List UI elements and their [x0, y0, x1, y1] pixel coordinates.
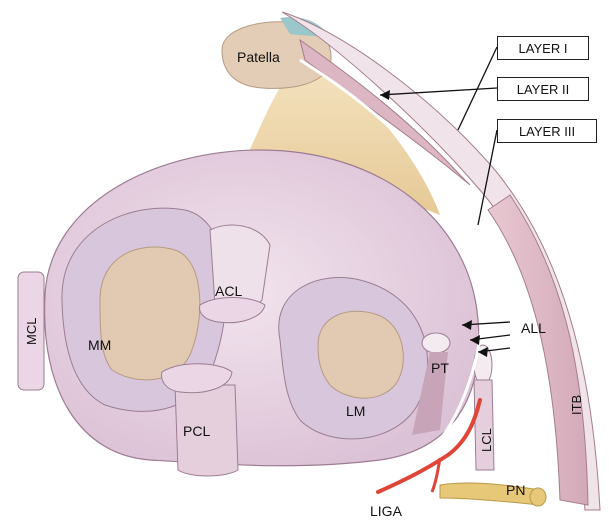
itb-label: ITB [569, 395, 584, 415]
pt-label: PT [431, 360, 449, 376]
pt-tendon [422, 333, 450, 353]
all-label: ALL [521, 320, 546, 336]
mcl-label: MCL [24, 318, 39, 345]
medial-tibial-bone [100, 247, 200, 380]
lateral-tibial-bone [318, 311, 403, 398]
layer-two-label: LAYER II [497, 77, 589, 101]
layer-three-label: LAYER III [497, 119, 597, 143]
mm-label: MM [88, 337, 111, 353]
lm-label: LM [346, 403, 365, 419]
layer-one-label: LAYER I [497, 36, 589, 60]
peroneal-nerve-end [530, 488, 546, 506]
pn-label: PN [506, 482, 525, 498]
pcl-label: PCL [183, 423, 210, 439]
acl-label: ACL [215, 283, 242, 299]
lcl-ligament [474, 380, 494, 470]
liga-label: LIGA [370, 503, 403, 519]
patella-label: Patella [237, 49, 280, 65]
lcl-label: LCL [479, 428, 494, 452]
